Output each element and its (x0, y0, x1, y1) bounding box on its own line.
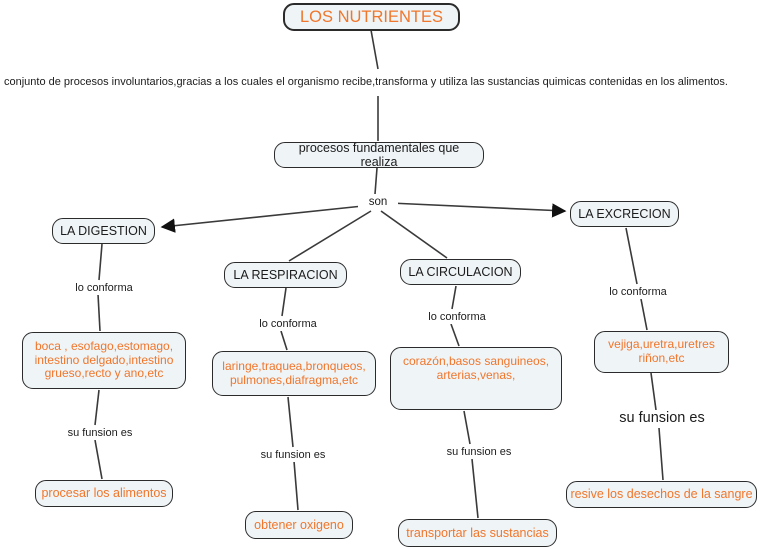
function-node-respiracion[interactable]: obtener oxigeno (245, 511, 353, 539)
link-label-conforma-digestion: lo conforma (68, 282, 140, 296)
link-label-funsion-circulacion: su funsion es (437, 446, 521, 460)
link-label-conforma-circulacion: lo conforma (421, 311, 493, 325)
concept-node-procesos[interactable]: procesos fundamentales que realiza (274, 141, 484, 169)
function-node-excrecion[interactable]: resive los desechos de la sangre (566, 481, 757, 508)
organs-node-excrecion[interactable]: vejiga,uretra,uretres riñon,etc (594, 331, 729, 373)
concept-node-excrecion[interactable]: LA EXCRECION (570, 201, 679, 227)
link-label-conforma-respiracion: lo conforma (252, 318, 324, 332)
concept-node-circulacion[interactable]: LA CIRCULACION (400, 259, 521, 285)
map-description-text: conjunto de procesos involuntarios,graci… (4, 76, 754, 88)
concept-node-digestion[interactable]: LA DIGESTION (52, 218, 155, 244)
link-label-conforma-excrecion: lo conforma (602, 286, 674, 300)
link-label-son: son (358, 196, 398, 210)
function-node-circulacion[interactable]: transportar las sustancias (398, 519, 557, 547)
concept-node-title[interactable]: LOS NUTRIENTES (283, 3, 460, 31)
function-node-digestion[interactable]: procesar los alimentos (35, 480, 173, 507)
organs-node-digestion[interactable]: boca , esofago,estomago, intestino delga… (22, 332, 186, 389)
organs-node-circulacion[interactable]: corazón,basos sanguineos, arterias,venas… (390, 347, 562, 410)
link-label-funsion-respiracion: su funsion es (251, 449, 335, 463)
link-label-funsion-digestion: su funsion es (58, 427, 142, 441)
organs-node-respiracion[interactable]: laringe,traquea,bronqueos, pulmones,diaf… (212, 351, 376, 396)
concept-node-respiracion[interactable]: LA RESPIRACION (224, 262, 347, 288)
link-label-funsion-excrecion: su funsion es (610, 410, 714, 428)
